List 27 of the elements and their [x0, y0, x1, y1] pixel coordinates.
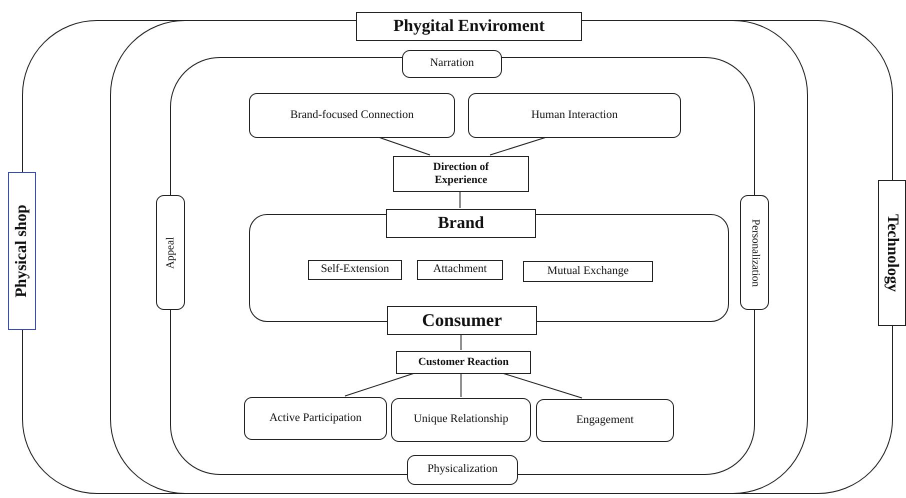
label-box: Attachment — [417, 260, 503, 280]
title-box: Phygital Enviroment — [356, 12, 582, 41]
rounded-box: Physicalization — [407, 455, 518, 485]
heading-box: Consumer — [387, 306, 537, 335]
heading-box: Brand — [386, 209, 536, 238]
rounded-box: Unique Relationship — [391, 398, 531, 442]
connector-line — [460, 334, 462, 350]
side-label-box — [878, 180, 906, 326]
rounded-box: Human Interaction — [468, 93, 681, 138]
side-label: Technology — [883, 214, 901, 292]
rounded-box: Active Participation — [244, 397, 387, 440]
side-label: Appeal — [164, 236, 177, 268]
label-box: Direction of Experience — [393, 156, 529, 192]
label-box: Mutual Exchange — [523, 261, 653, 282]
connector-line — [460, 372, 462, 398]
side-label: Personalization — [748, 218, 762, 286]
rounded-box: Engagement — [536, 399, 674, 442]
rounded-box: Narration — [402, 50, 502, 78]
connector-line — [378, 136, 430, 156]
side-label-box — [8, 172, 36, 330]
side-label-box — [740, 195, 769, 310]
connector-line — [490, 136, 548, 156]
side-label-box — [156, 195, 185, 310]
rounded-box: Brand-focused Connection — [249, 93, 455, 138]
label-box: Customer Reaction — [396, 351, 531, 374]
side-label: Physical shop — [13, 204, 31, 298]
label-box: Self-Extension — [308, 260, 402, 280]
